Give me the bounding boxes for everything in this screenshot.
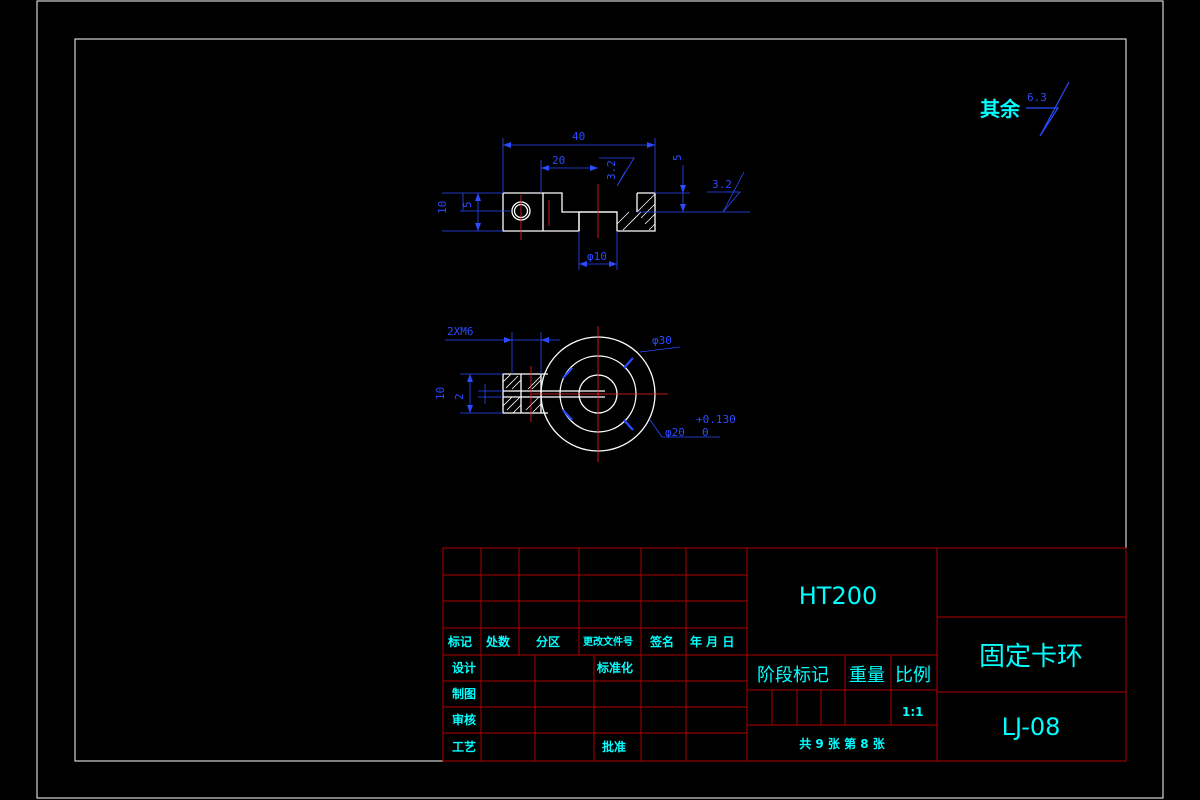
role-approve: 批准 xyxy=(602,739,626,754)
role-design: 设计 xyxy=(452,660,476,675)
surface-finish-note: 其余 6.3 xyxy=(980,81,1070,137)
drawing-number: LJ-08 xyxy=(1002,713,1061,741)
dim-half-height: 5 xyxy=(461,201,474,208)
dim-thread: 2XM6 xyxy=(447,325,474,338)
revision-headers: 标记 处数 分区 更改文件号 签名 年 月 日 xyxy=(447,634,734,649)
inner-frame xyxy=(74,38,1127,762)
scale-label: 比例 xyxy=(895,665,931,686)
outer-frame xyxy=(36,0,1164,799)
dim-offset: 20 xyxy=(552,154,565,167)
dim-step: 5 xyxy=(671,154,684,161)
dim-slot: 2 xyxy=(453,393,466,400)
top-view-hatch xyxy=(502,373,542,414)
front-view-arrows xyxy=(475,142,686,267)
top-view-centerlines xyxy=(530,326,668,462)
roughness-symbol-icon xyxy=(1026,81,1070,137)
front-view: 40 20 10 5 5 φ10 3.2 3.2 xyxy=(436,130,750,270)
weight-label: 重量 xyxy=(849,665,885,686)
top-view-dim-lines xyxy=(445,332,720,438)
front-view-hatch xyxy=(616,193,656,231)
roughness-2: 3.2 xyxy=(712,178,732,191)
dim-tol-lower: 0 xyxy=(702,426,709,439)
finish-note-label: 其余 xyxy=(980,97,1021,121)
role-drafting: 制图 xyxy=(452,686,476,701)
rev-header-change-doc: 更改文件号 xyxy=(583,635,633,648)
part-name: 固定卡环 xyxy=(979,642,1083,672)
finish-note-value: 6.3 xyxy=(1027,91,1047,104)
sheet-info: 共 9 张 第 8 张 xyxy=(799,736,886,751)
dim-top-height: 10 xyxy=(434,387,447,400)
dim-outer-dia: φ30 xyxy=(652,334,672,347)
front-view-centerlines xyxy=(520,184,599,240)
rev-header-zone: 分区 xyxy=(536,634,560,649)
rev-header-mark: 标记 xyxy=(447,634,472,649)
rev-header-signature: 签名 xyxy=(649,634,674,649)
top-view-arrows xyxy=(467,337,549,413)
material: HT200 xyxy=(799,582,878,610)
dim-height: 10 xyxy=(436,201,449,214)
dim-overall-width: 40 xyxy=(572,130,585,143)
role-review: 审核 xyxy=(452,712,476,727)
dim-bore: φ10 xyxy=(587,250,607,263)
top-view-section-marks xyxy=(562,357,634,431)
front-view-outline xyxy=(502,192,656,232)
rev-header-count: 处数 xyxy=(485,634,511,649)
role-process: 工艺 xyxy=(452,739,476,754)
scale-value: 1:1 xyxy=(902,705,924,719)
stage-label: 阶段标记 xyxy=(757,665,829,686)
roughness-1: 3.2 xyxy=(605,160,618,180)
approval-roles: 设计 标准化 制图 审核 工艺 批准 xyxy=(452,660,633,754)
top-view: 2XM6 φ30 φ20 +0.130 0 10 2 xyxy=(434,325,736,462)
title-block: 标记 处数 分区 更改文件号 签名 年 月 日 设计 标准化 制图 审核 工艺 … xyxy=(442,547,1127,762)
title-block-grid xyxy=(442,547,1127,762)
dim-tol-upper: +0.130 xyxy=(696,413,736,426)
role-standardize: 标准化 xyxy=(596,660,633,675)
dim-inner-dia: φ20 xyxy=(665,426,685,439)
rev-header-date: 年 月 日 xyxy=(690,634,734,649)
